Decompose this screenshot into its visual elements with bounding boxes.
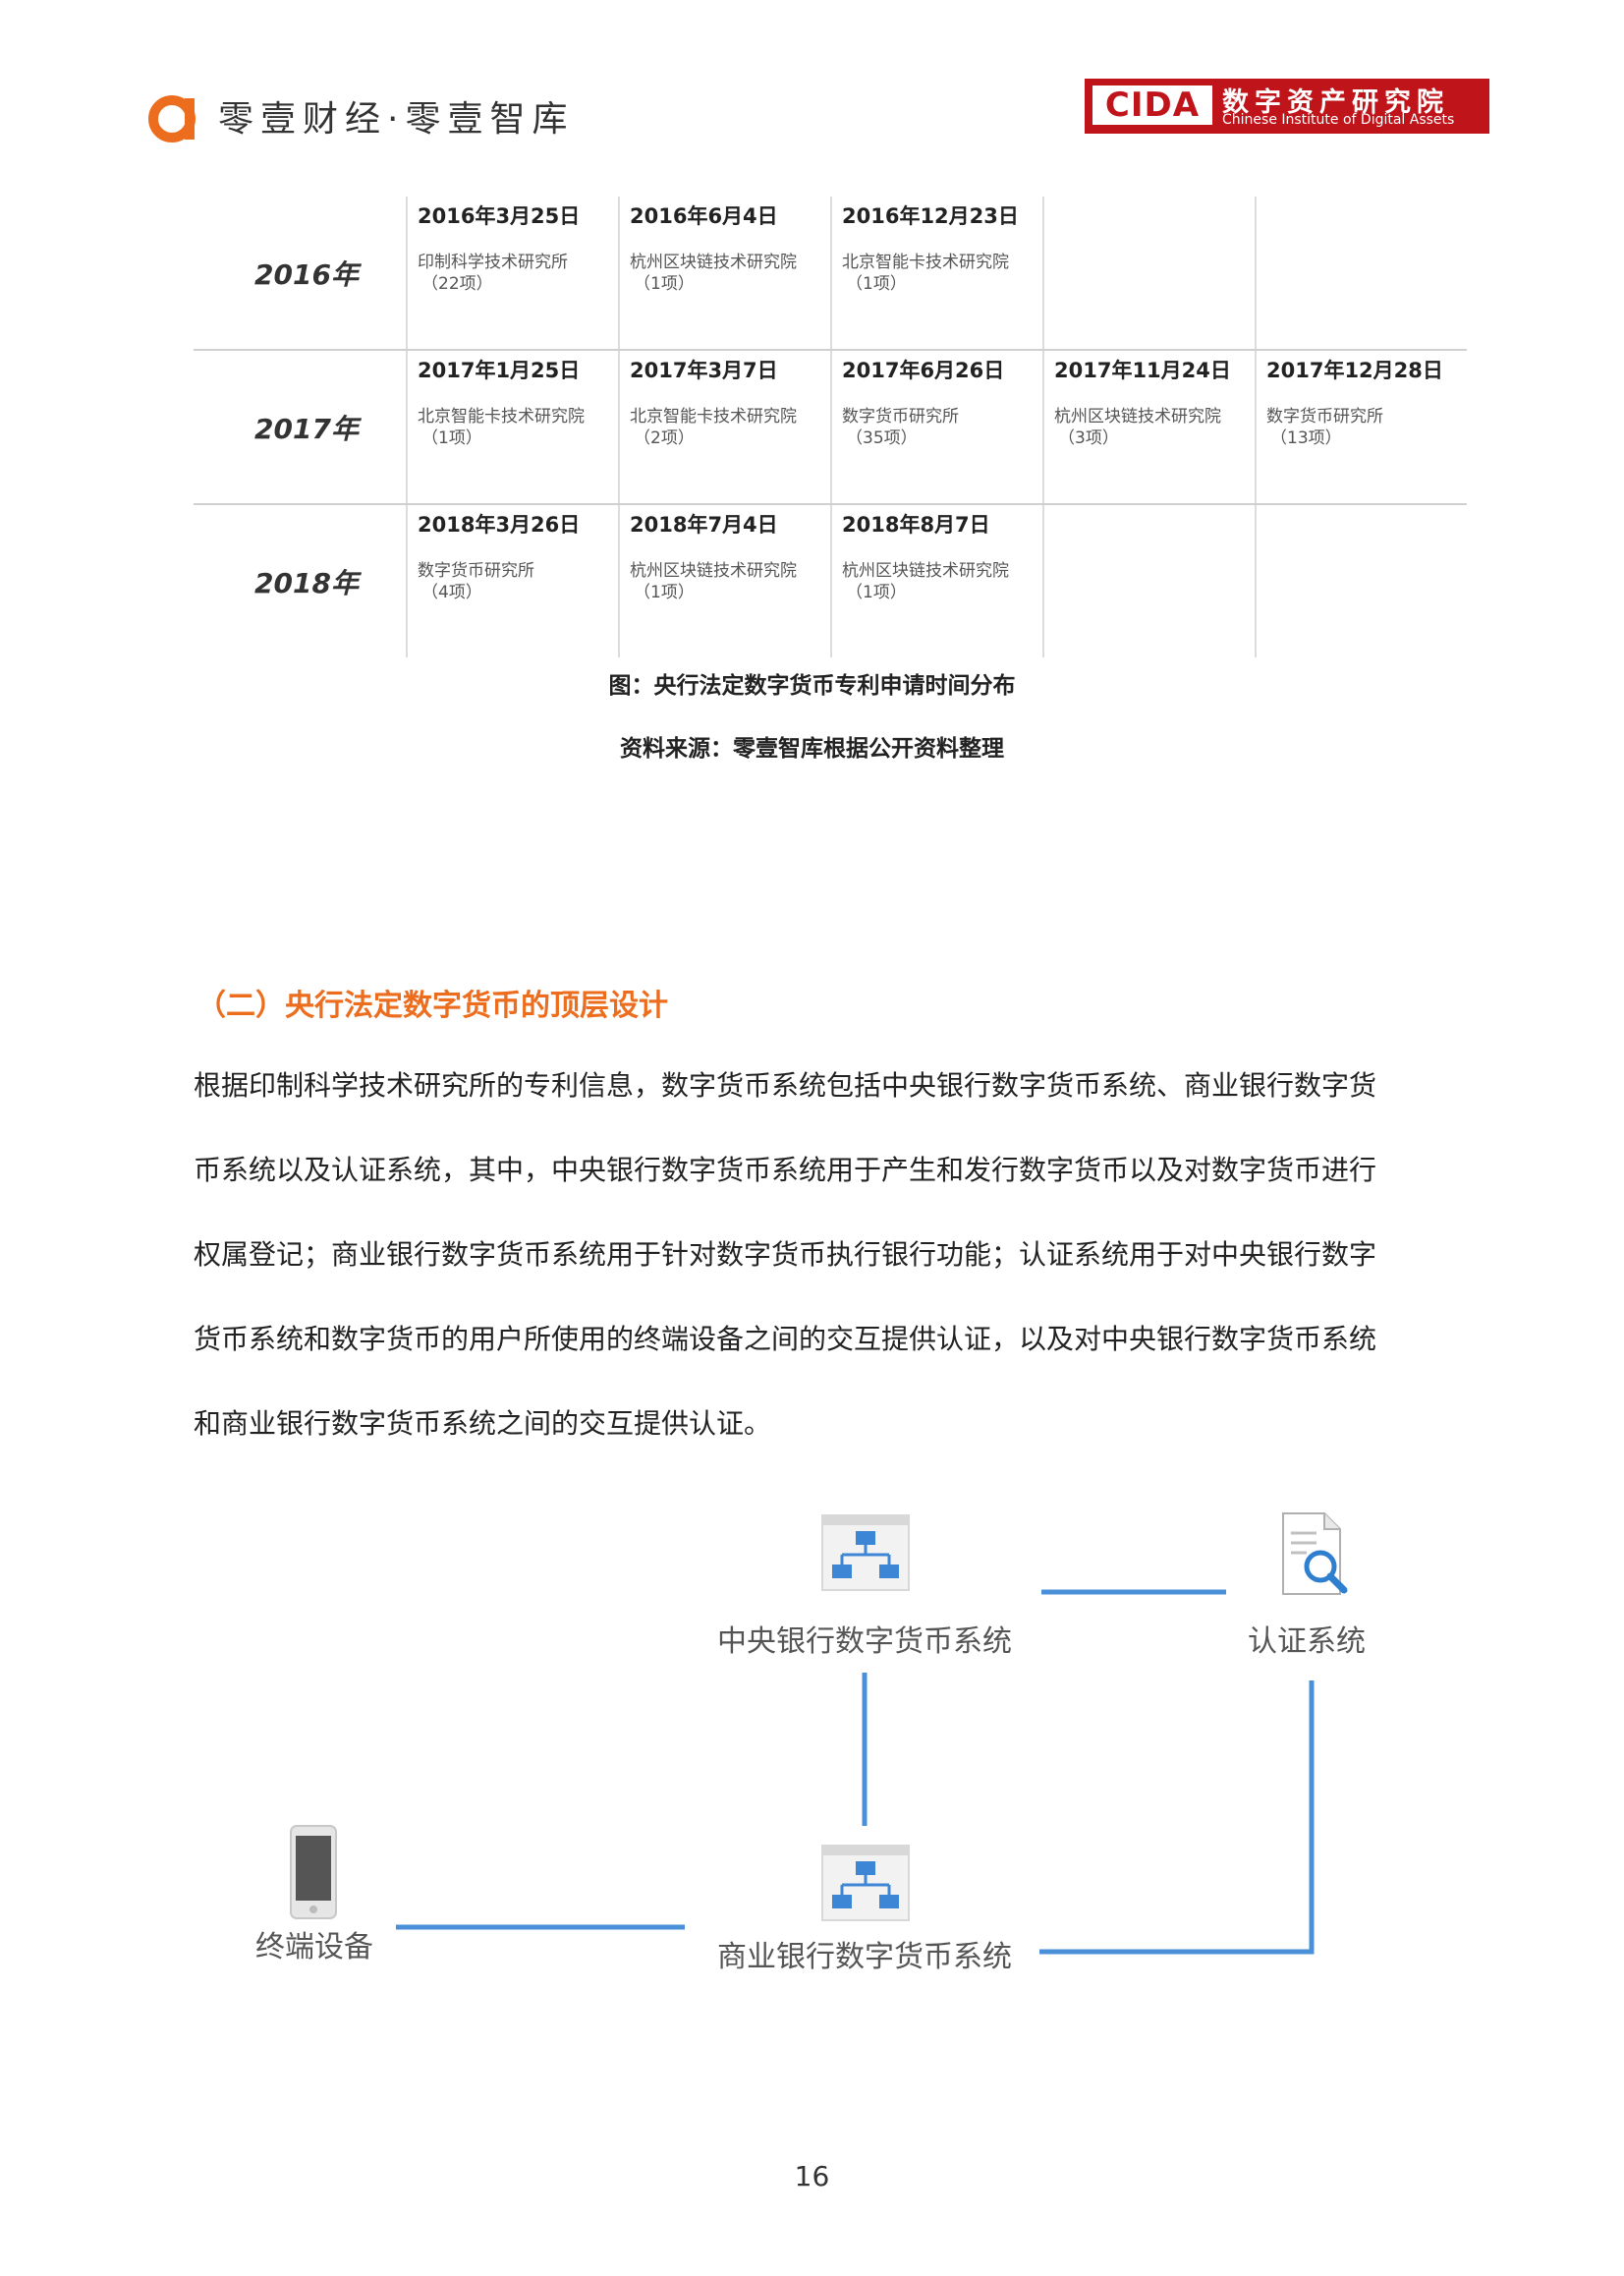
timeline-empty-cell [1042,197,1255,349]
entry-date: 2017年11月24日 [1054,359,1231,382]
node-central-bank: 中央银行数字货币系统 [717,1624,1012,1659]
entry-date: 2017年1月25日 [418,359,581,382]
timeline-year: 2018年 [254,567,359,599]
hierarchy-icon [821,1514,910,1591]
entry-org: 北京智能卡技术研究院 [418,407,585,427]
paragraph-line: 和商业银行数字货币系统之间的交互提供认证。 [194,1407,772,1440]
cida-logo: CIDA 数字资产研究院 Chinese Institute of Digita… [1085,79,1489,134]
entry-date: 2017年3月7日 [630,359,778,382]
entry-date: 2016年12月23日 [842,204,1019,228]
timeline-entry: 2017年1月25日 北京智能卡技术研究院 （1项） [406,351,618,503]
timeline-row-2017: 2017年 2017年1月25日 北京智能卡技术研究院 （1项） 2017年3月… [194,351,1467,505]
entry-date: 2018年8月7日 [842,513,990,537]
entry-date: 2017年12月28日 [1266,359,1443,382]
entry-org: 数字货币研究所 [842,407,959,427]
timeline-entry: 2017年3月7日 北京智能卡技术研究院 （2项） [618,351,830,503]
entry-count: （1项） [634,583,695,602]
entry-count: （1项） [634,274,695,294]
entry-count: （35项） [846,428,918,448]
node-terminal-device: 终端设备 [255,1930,373,1964]
entry-date: 2018年3月26日 [418,513,581,537]
timeline-entry: 2016年6月4日 杭州区块链技术研究院 （1项） [618,197,830,349]
entry-count: （3项） [1058,428,1119,448]
entry-org: 杭州区块链技术研究院 [630,561,797,581]
entry-date: 2017年6月26日 [842,359,1005,382]
entry-org: 北京智能卡技术研究院 [842,253,1009,272]
timeline-empty-cell [1042,505,1255,657]
entry-org: 数字货币研究所 [1266,407,1383,427]
figure-caption: 图：央行法定数字货币专利申请时间分布 [608,673,1016,699]
entry-org: 杭州区块链技术研究院 [1054,407,1221,427]
timeline-entry: 2016年3月25日 印制科学技术研究所 （22项） [406,197,618,349]
paragraph-line: 权属登记；商业银行数字货币系统用于针对数字货币执行银行功能；认证系统用于对中央银… [194,1238,1377,1271]
node-auth-system: 认证系统 [1248,1624,1366,1659]
system-diagram: 中央银行数字货币系统 认证系统 终端设备 商业银行数字货币系统 [0,1512,1624,2024]
timeline-entry: 2018年3月26日 数字货币研究所 （4项） [406,505,618,657]
entry-org: 杭州区块链技术研究院 [630,253,797,272]
entry-date: 2016年3月25日 [418,204,581,228]
hierarchy-icon [821,1845,910,1921]
paragraph-line: 货币系统和数字货币的用户所使用的终端设备之间的交互提供认证，以及对中央银行数字货… [194,1323,1377,1355]
entry-date: 2018年7月4日 [630,513,778,537]
timeline-year: 2016年 [254,258,359,291]
header-brand: 零壹财经·零壹智库 [218,99,575,140]
timeline-empty-cell [1255,197,1467,349]
timeline-entry: 2018年7月4日 杭州区块链技术研究院 （1项） [618,505,830,657]
timeline-row-2016: 2016年 2016年3月25日 印制科学技术研究所 （22项） 2016年6月… [194,197,1467,351]
entry-count: （2项） [634,428,695,448]
entry-org: 印制科学技术研究所 [418,253,568,272]
cida-name-cn: 数字资产研究院 [1222,87,1449,118]
page-number: 16 [794,2160,830,2192]
entry-count: （1项） [421,428,482,448]
connector-commercial-auth [1039,1680,1315,1955]
paragraph-line: 根据印制科学技术研究所的专利信息，数字货币系统包括中央银行数字货币系统、商业银行… [194,1069,1377,1102]
brand-logo-icon [148,95,196,142]
entry-count: （1项） [846,583,907,602]
patent-timeline: 2016年 2016年3月25日 印制科学技术研究所 （22项） 2016年6月… [194,197,1467,658]
timeline-entry: 2017年11月24日 杭州区块链技术研究院 （3项） [1042,351,1255,503]
entry-org: 北京智能卡技术研究院 [630,407,797,427]
cida-letters: CIDA [1092,85,1212,125]
entry-count: （13项） [1270,428,1342,448]
search-document-icon [1282,1512,1348,1595]
entry-org: 杭州区块链技术研究院 [842,561,1009,581]
figure-source: 资料来源：零壹智库根据公开资料整理 [620,736,1004,762]
paragraph-line: 币系统以及认证系统，其中，中央银行数字货币系统用于产生和发行数字货币以及对数字货… [194,1154,1377,1186]
cida-name-en: Chinese Institute of Digital Assets [1222,112,1455,128]
smartphone-icon [290,1825,337,1919]
section-title: （二）央行法定数字货币的顶层设计 [196,989,668,1023]
diagram-connectors [396,1589,1315,1955]
entry-count: （4项） [421,583,482,602]
entry-count: （22项） [421,274,493,294]
entry-count: （1项） [846,274,907,294]
timeline-empty-cell [1255,505,1467,657]
timeline-entry: 2017年6月26日 数字货币研究所 （35项） [830,351,1042,503]
node-commercial-bank: 商业银行数字货币系统 [717,1940,1012,1974]
timeline-entry: 2016年12月23日 北京智能卡技术研究院 （1项） [830,197,1042,349]
timeline-entry: 2017年12月28日 数字货币研究所 （13项） [1255,351,1467,503]
timeline-entry: 2018年8月7日 杭州区块链技术研究院 （1项） [830,505,1042,657]
entry-org: 数字货币研究所 [418,561,534,581]
entry-date: 2016年6月4日 [630,204,778,228]
timeline-year: 2017年 [254,413,359,445]
timeline-row-2018: 2018年 2018年3月26日 数字货币研究所 （4项） 2018年7月4日 … [194,505,1467,657]
